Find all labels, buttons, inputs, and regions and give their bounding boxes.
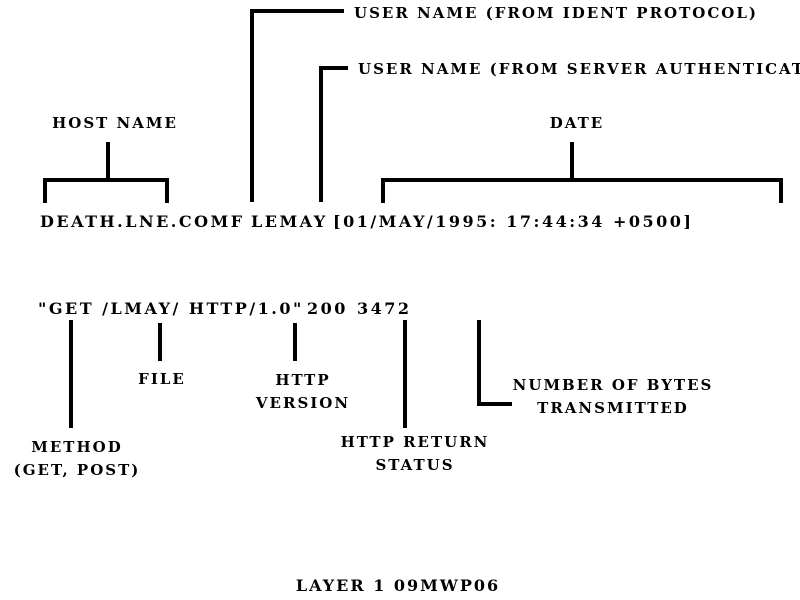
- bytes-value: 3472: [357, 299, 412, 318]
- auth-user-connector: [319, 66, 348, 202]
- http-version-label-line-1: HTTP: [275, 371, 331, 389]
- bytes-label-line-2: TRANSMITTED: [537, 399, 689, 417]
- status-value: 200: [307, 299, 348, 318]
- return-status-label-line-1: HTTP RETURN: [340, 433, 490, 451]
- user-value: LEMAY: [251, 212, 328, 231]
- file-label: FILE: [138, 370, 186, 388]
- request-value: "GET /LMAY/ HTTP/1.0": [38, 299, 304, 318]
- date-label: DATE: [549, 114, 605, 132]
- return-status-label-line-2: STATUS: [375, 456, 455, 474]
- http-version-label: HTTP VERSION: [256, 369, 350, 415]
- method-label-line-2: (GET, POST): [13, 461, 141, 479]
- method-label: METHOD (GET, POST): [14, 436, 141, 482]
- method-label-line-1: METHOD: [31, 438, 123, 456]
- footer-caption: LAYER 1 09MWP06: [295, 576, 501, 595]
- http-version-label-line-2: VERSION: [255, 394, 351, 412]
- bytes-connector: [477, 320, 512, 406]
- bytes-label-line-1: NUMBER OF BYTES: [512, 376, 714, 394]
- auth-user-label: USER NAME (FROM SERVER AUTHENTICAT: [358, 60, 800, 78]
- bytes-label: NUMBER OF BYTES TRANSMITTED: [513, 374, 714, 420]
- ident-user-label: USER NAME (FROM IDENT PROTOCOL): [354, 4, 758, 22]
- host-value: DEATH.LNE.COMF: [40, 212, 245, 231]
- ident-user-connector: [250, 9, 344, 202]
- return-status-label: HTTP RETURN STATUS: [341, 431, 490, 477]
- date-value: [01/MAY/1995: 17:44:34 +0500]: [333, 212, 694, 231]
- host-bracket: [43, 142, 169, 203]
- host-name-label: HOST NAME: [52, 114, 178, 132]
- date-bracket: [381, 142, 783, 203]
